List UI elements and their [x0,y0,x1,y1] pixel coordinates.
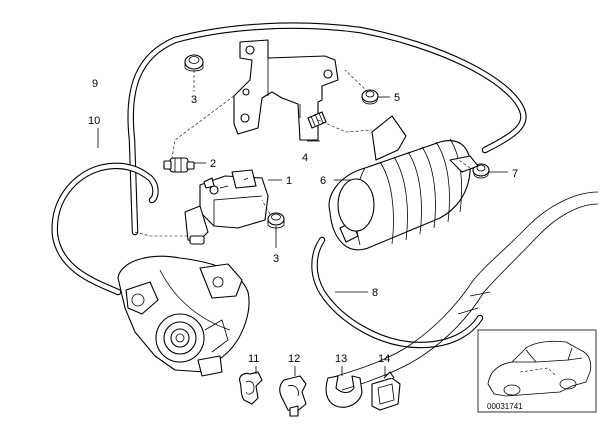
callout-2: 2 [210,158,216,170]
callout-10: 10 [88,115,100,127]
callout-4: 4 [302,152,308,164]
callout-5: 5 [394,92,400,104]
car-silhouette-icon [487,340,592,397]
hose-8[interactable] [311,236,484,349]
grommet-7[interactable] [472,163,490,179]
clamp-11[interactable] [239,371,263,405]
turbocharger [117,255,250,377]
reference-lines [134,69,471,237]
callout-8: 8 [372,287,378,299]
callout-1: 1 [286,175,292,187]
callout-7: 7 [512,168,518,180]
hose-10[interactable] [51,162,159,296]
clamp-12[interactable] [279,375,307,417]
callout-6: 6 [320,175,326,187]
callout-9: 9 [92,78,98,90]
clamp-14[interactable] [371,371,401,411]
callout-3-bottom: 3 [273,253,279,265]
callout-13: 13 [335,353,347,365]
clamp-13[interactable] [325,375,363,408]
hose-9[interactable] [127,22,527,236]
grommet-5[interactable] [361,89,379,105]
callout-11: 11 [248,353,259,365]
pressure-converter-1[interactable] [184,169,269,245]
filter-2[interactable] [163,157,195,173]
background-pipe [329,191,599,391]
leader-lines [97,96,508,376]
vacuum-reservoir-6[interactable] [328,115,479,251]
stud-4[interactable] [307,111,327,129]
grommet-3-bottom[interactable] [267,212,285,229]
reference-code: 00031741 [487,402,523,411]
callout-12: 12 [288,353,300,365]
callout-3-top: 3 [191,94,197,106]
grommet-3-top[interactable] [184,54,204,72]
callout-14: 14 [378,353,390,365]
car-thumbnail: 00031741 [477,329,597,413]
mounting-bracket[interactable] [233,39,339,141]
